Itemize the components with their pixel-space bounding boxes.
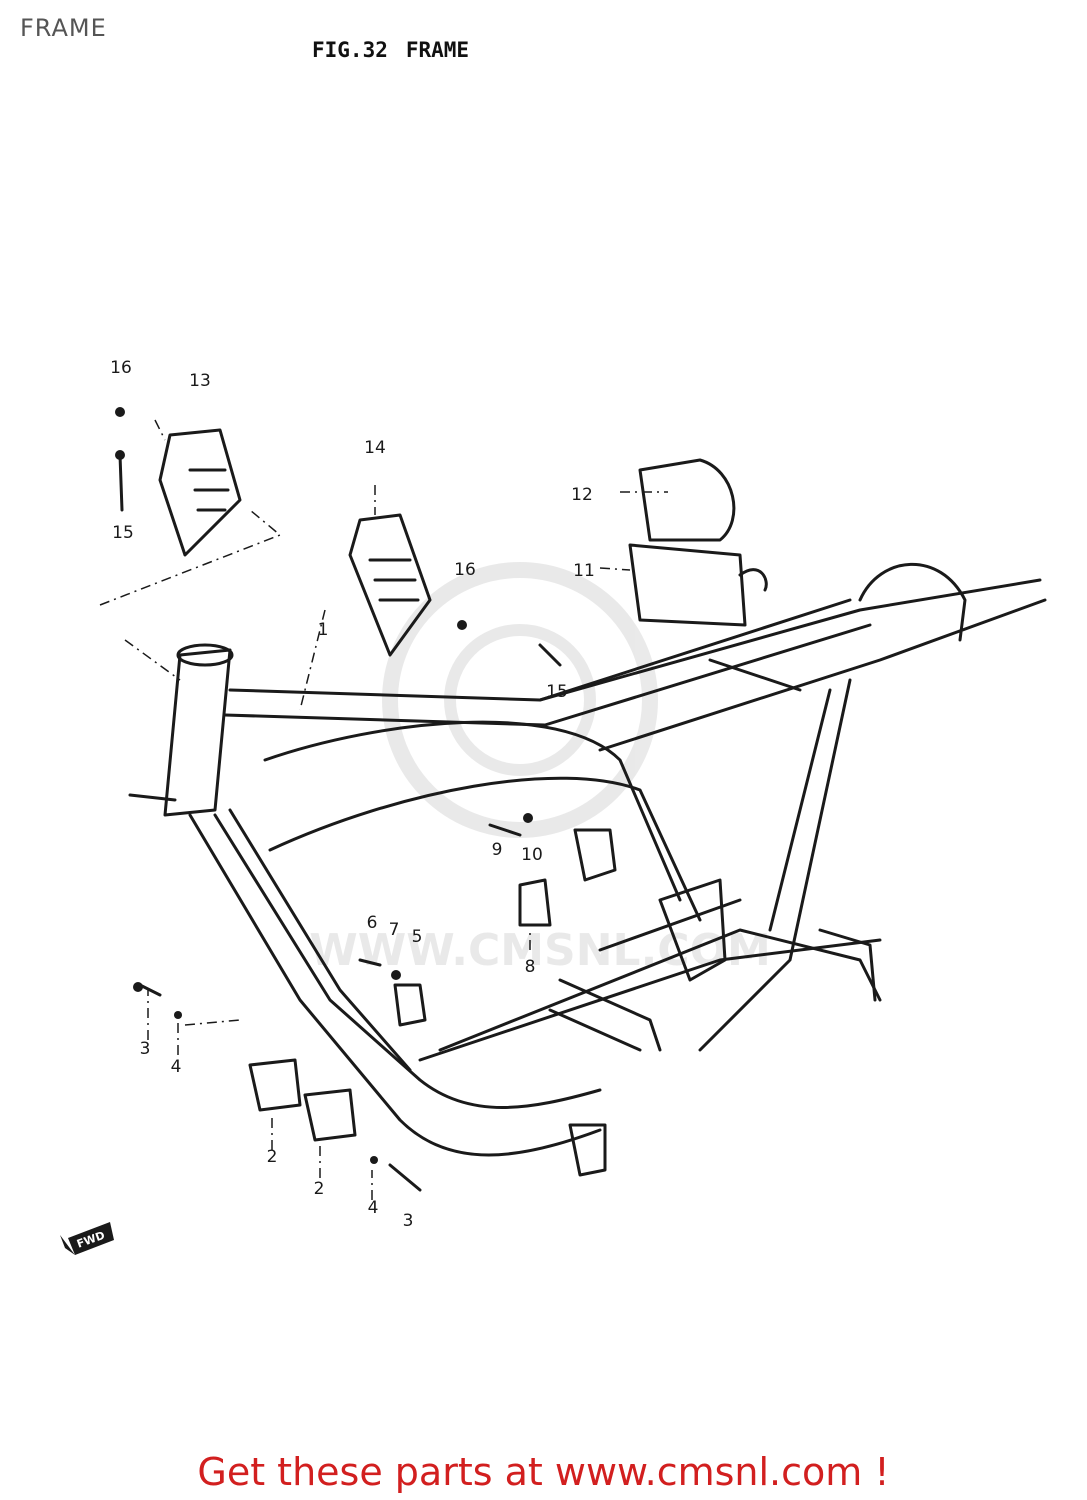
side-cover-13-ribs [188, 468, 230, 512]
fastener-heads [115, 407, 533, 1164]
bolt-3b [388, 1163, 422, 1192]
steering-stop [128, 793, 177, 802]
callout-16: 16 [110, 358, 132, 378]
callout-6: 6 [367, 913, 378, 933]
side-cover-14 [348, 513, 432, 657]
watermark-text: WWW.CMSNL.COM [309, 925, 771, 976]
callout-4: 4 [171, 1057, 182, 1077]
battery-tray-strap [738, 568, 768, 592]
page-label: FRAME [20, 14, 107, 42]
callout-3: 3 [403, 1211, 414, 1231]
plate-2a [248, 1058, 302, 1112]
bolt-15b [538, 643, 562, 667]
callout-9: 9 [492, 840, 503, 860]
callout-14: 14 [364, 438, 386, 458]
callout-2: 2 [314, 1179, 325, 1199]
frame-lines [118, 428, 1047, 1192]
rear-down-tube-inner [768, 688, 832, 932]
bolt-9 [488, 823, 522, 837]
fwd-arrow-tip [60, 1235, 75, 1255]
callout-15: 15 [546, 682, 568, 702]
bolt-head-15a [115, 450, 125, 460]
bracket-8 [518, 878, 552, 927]
fwd-arrow-body [68, 1222, 114, 1255]
washer-10 [523, 813, 533, 823]
footer-cta: Get these parts at www.cmsnl.com ! [0, 1450, 1087, 1494]
rear-engine-mount [658, 878, 727, 982]
nut-16a [115, 407, 125, 417]
callout-7: 7 [389, 920, 400, 940]
side-cover-14-ribs [368, 558, 420, 602]
cross-tube-3 [548, 1008, 642, 1052]
bolt-3a [138, 983, 162, 997]
leader-lines [99, 419, 668, 1200]
bracket-5 [393, 983, 427, 1027]
nut-7 [391, 970, 401, 980]
plate-2b [303, 1088, 357, 1142]
washer-4b [370, 1156, 378, 1164]
callout-16: 16 [454, 560, 476, 580]
frame-exploded-diagram: WWW.CMSNL.COM [60, 358, 1047, 1255]
leader-11 [599, 567, 631, 571]
cross-tube-1 [708, 658, 802, 692]
callout-1: 1 [318, 620, 329, 640]
watermark-ring [382, 562, 658, 838]
cross-tube-2 [558, 978, 662, 1052]
callout-2: 2 [267, 1147, 278, 1167]
seat-rail-right [598, 598, 1047, 752]
figure-name: FRAME [405, 38, 470, 62]
rear-footrest-bracket [818, 928, 877, 1002]
callout-3: 3 [140, 1039, 151, 1059]
nut-16b [457, 620, 467, 630]
callout-15: 15 [112, 523, 134, 543]
figure-title: FIG.32 FRAME [312, 38, 487, 62]
bolt-6 [358, 958, 382, 967]
washer-4a [174, 1011, 182, 1019]
leader-16a [154, 419, 166, 441]
lower-bracket [568, 1123, 607, 1177]
upper-cradle [263, 720, 682, 902]
bolt-head-3a [133, 982, 143, 992]
battery-tray-11 [628, 543, 747, 627]
down-tube-right [213, 813, 602, 1109]
rear-fender-loop [858, 562, 967, 642]
down-tube-left [188, 813, 602, 1157]
upper-cradle-inner [268, 776, 702, 922]
bolt-15a [118, 453, 124, 512]
watermark-inner-ring [444, 624, 596, 776]
rear-down-tube [698, 678, 852, 1052]
top-tube-right [223, 623, 872, 727]
callout-11: 11 [573, 561, 595, 581]
callout-8: 8 [525, 957, 536, 977]
side-cover-13 [158, 428, 242, 557]
callout-13: 13 [189, 371, 211, 391]
watermark: WWW.CMSNL.COM [309, 562, 771, 976]
callout-10: 10 [521, 845, 543, 865]
callout-4: 4 [368, 1198, 379, 1218]
callout-12: 12 [571, 485, 593, 505]
figure-number: FIG.32 [312, 38, 388, 62]
steering-head-top [176, 643, 234, 667]
seat-rail-left [538, 578, 1042, 702]
bottom-rail-inner [438, 928, 882, 1052]
cta-link[interactable]: Get these parts at www.cmsnl.com ! [197, 1450, 890, 1494]
bracket-10 [573, 828, 617, 882]
bottom-rail [418, 938, 882, 1062]
leader-13-head [124, 639, 181, 681]
battery-cover-12 [638, 458, 736, 542]
callout-labels: 1 2 2 3 3 4 4 5 6 7 8 9 10 11 12 13 14 1… [110, 358, 595, 1231]
leader-14 [299, 609, 326, 711]
fwd-arrow: FWD [60, 1222, 114, 1255]
callout-5: 5 [412, 927, 423, 947]
leader-2a-horizontal [184, 1019, 241, 1026]
down-tube-inner [228, 808, 412, 1072]
steering-head [163, 648, 232, 817]
